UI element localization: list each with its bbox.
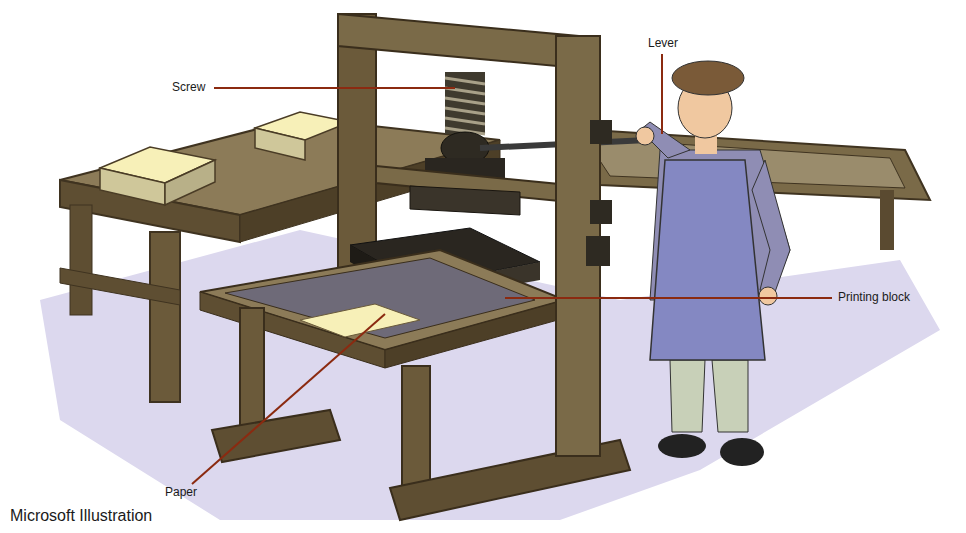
press-leg: [402, 366, 430, 496]
floor-shadow: [40, 230, 940, 520]
leader-line: [214, 87, 455, 89]
man-apron: [650, 160, 765, 360]
man-shoe: [658, 434, 706, 458]
leader-line: [661, 54, 663, 134]
part-label: Screw: [172, 80, 205, 94]
man-leg: [712, 360, 748, 432]
leader-line: [505, 297, 832, 299]
upright-bolt: [590, 120, 612, 144]
man-hand: [759, 287, 777, 305]
paper-stack-side: [255, 128, 305, 160]
man-leg: [670, 360, 705, 432]
part-label: Lever: [648, 36, 678, 50]
press-leg: [240, 308, 264, 438]
upright-bolt: [590, 200, 612, 224]
leader-line: [192, 314, 385, 484]
table-leg: [150, 232, 180, 402]
screw-thread: [445, 78, 485, 134]
screw-body: [445, 72, 485, 134]
paper-sheet: [300, 304, 420, 337]
part-label: Paper: [165, 485, 197, 499]
table-rail: [60, 268, 180, 305]
man-hand: [636, 127, 654, 145]
man-arm: [752, 160, 790, 292]
platen: [410, 186, 520, 215]
table-leg: [70, 205, 92, 315]
press-bed-edge: [385, 300, 565, 368]
upright-bolt: [586, 236, 610, 266]
man-shoe: [720, 438, 764, 466]
paper-stack-side: [100, 168, 165, 205]
credit-text: Microsoft Illustration: [10, 506, 152, 525]
part-label: Printing block: [838, 290, 910, 304]
man-hat: [672, 61, 744, 95]
press-skid: [212, 410, 340, 462]
table-leg: [880, 190, 894, 250]
paper-stack-side: [165, 160, 215, 205]
